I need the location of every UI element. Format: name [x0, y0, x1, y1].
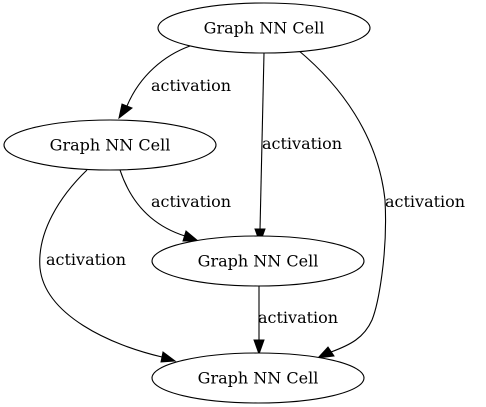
- node-label: Graph NN Cell: [50, 136, 171, 155]
- edge-n3-n4: activation: [253, 286, 338, 356]
- arrow-head: [253, 339, 265, 356]
- node-ellipse: [3, 119, 217, 171]
- arrow-head: [160, 351, 177, 363]
- node-label: Graph NN Cell: [204, 19, 325, 38]
- edge-label: activation: [151, 76, 231, 95]
- graph-node-bottom[interactable]: Graph NN Cell: [151, 352, 365, 404]
- arrow-head: [118, 103, 134, 120]
- node-ellipse: [151, 235, 365, 287]
- edge-n1-n3: activation: [254, 52, 342, 245]
- graph-node-middle[interactable]: Graph NN Cell: [151, 235, 365, 287]
- edge-n2-n4: activation: [39, 169, 177, 363]
- graph-node-left[interactable]: Graph NN Cell: [3, 119, 217, 171]
- edge-label: activation: [385, 192, 465, 211]
- arrow-head: [182, 230, 200, 242]
- edge-line: [297, 49, 387, 353]
- graph-node-top[interactable]: Graph NN Cell: [157, 2, 371, 54]
- arrow-head: [316, 346, 335, 359]
- edge-line: [39, 169, 163, 358]
- edge-line: [126, 45, 191, 107]
- edge-line: [259, 52, 265, 231]
- node-ellipse: [157, 2, 371, 54]
- edge-n1-n2: activation: [118, 45, 231, 120]
- edge-n1-n4: activation: [297, 49, 465, 359]
- nodes: Graph NN Cell Graph NN Cell Graph NN Cel…: [3, 2, 371, 404]
- edge-label: activation: [262, 134, 342, 153]
- edge-label: activation: [151, 192, 231, 211]
- edge-n2-n3: activation: [119, 169, 231, 242]
- node-label: Graph NN Cell: [198, 369, 319, 388]
- edge-label: activation: [46, 250, 126, 269]
- edge-line: [119, 169, 186, 237]
- edge-label: activation: [258, 308, 338, 327]
- edges: activation activation activation activat…: [39, 45, 465, 363]
- node-label: Graph NN Cell: [198, 252, 319, 271]
- node-ellipse: [151, 352, 365, 404]
